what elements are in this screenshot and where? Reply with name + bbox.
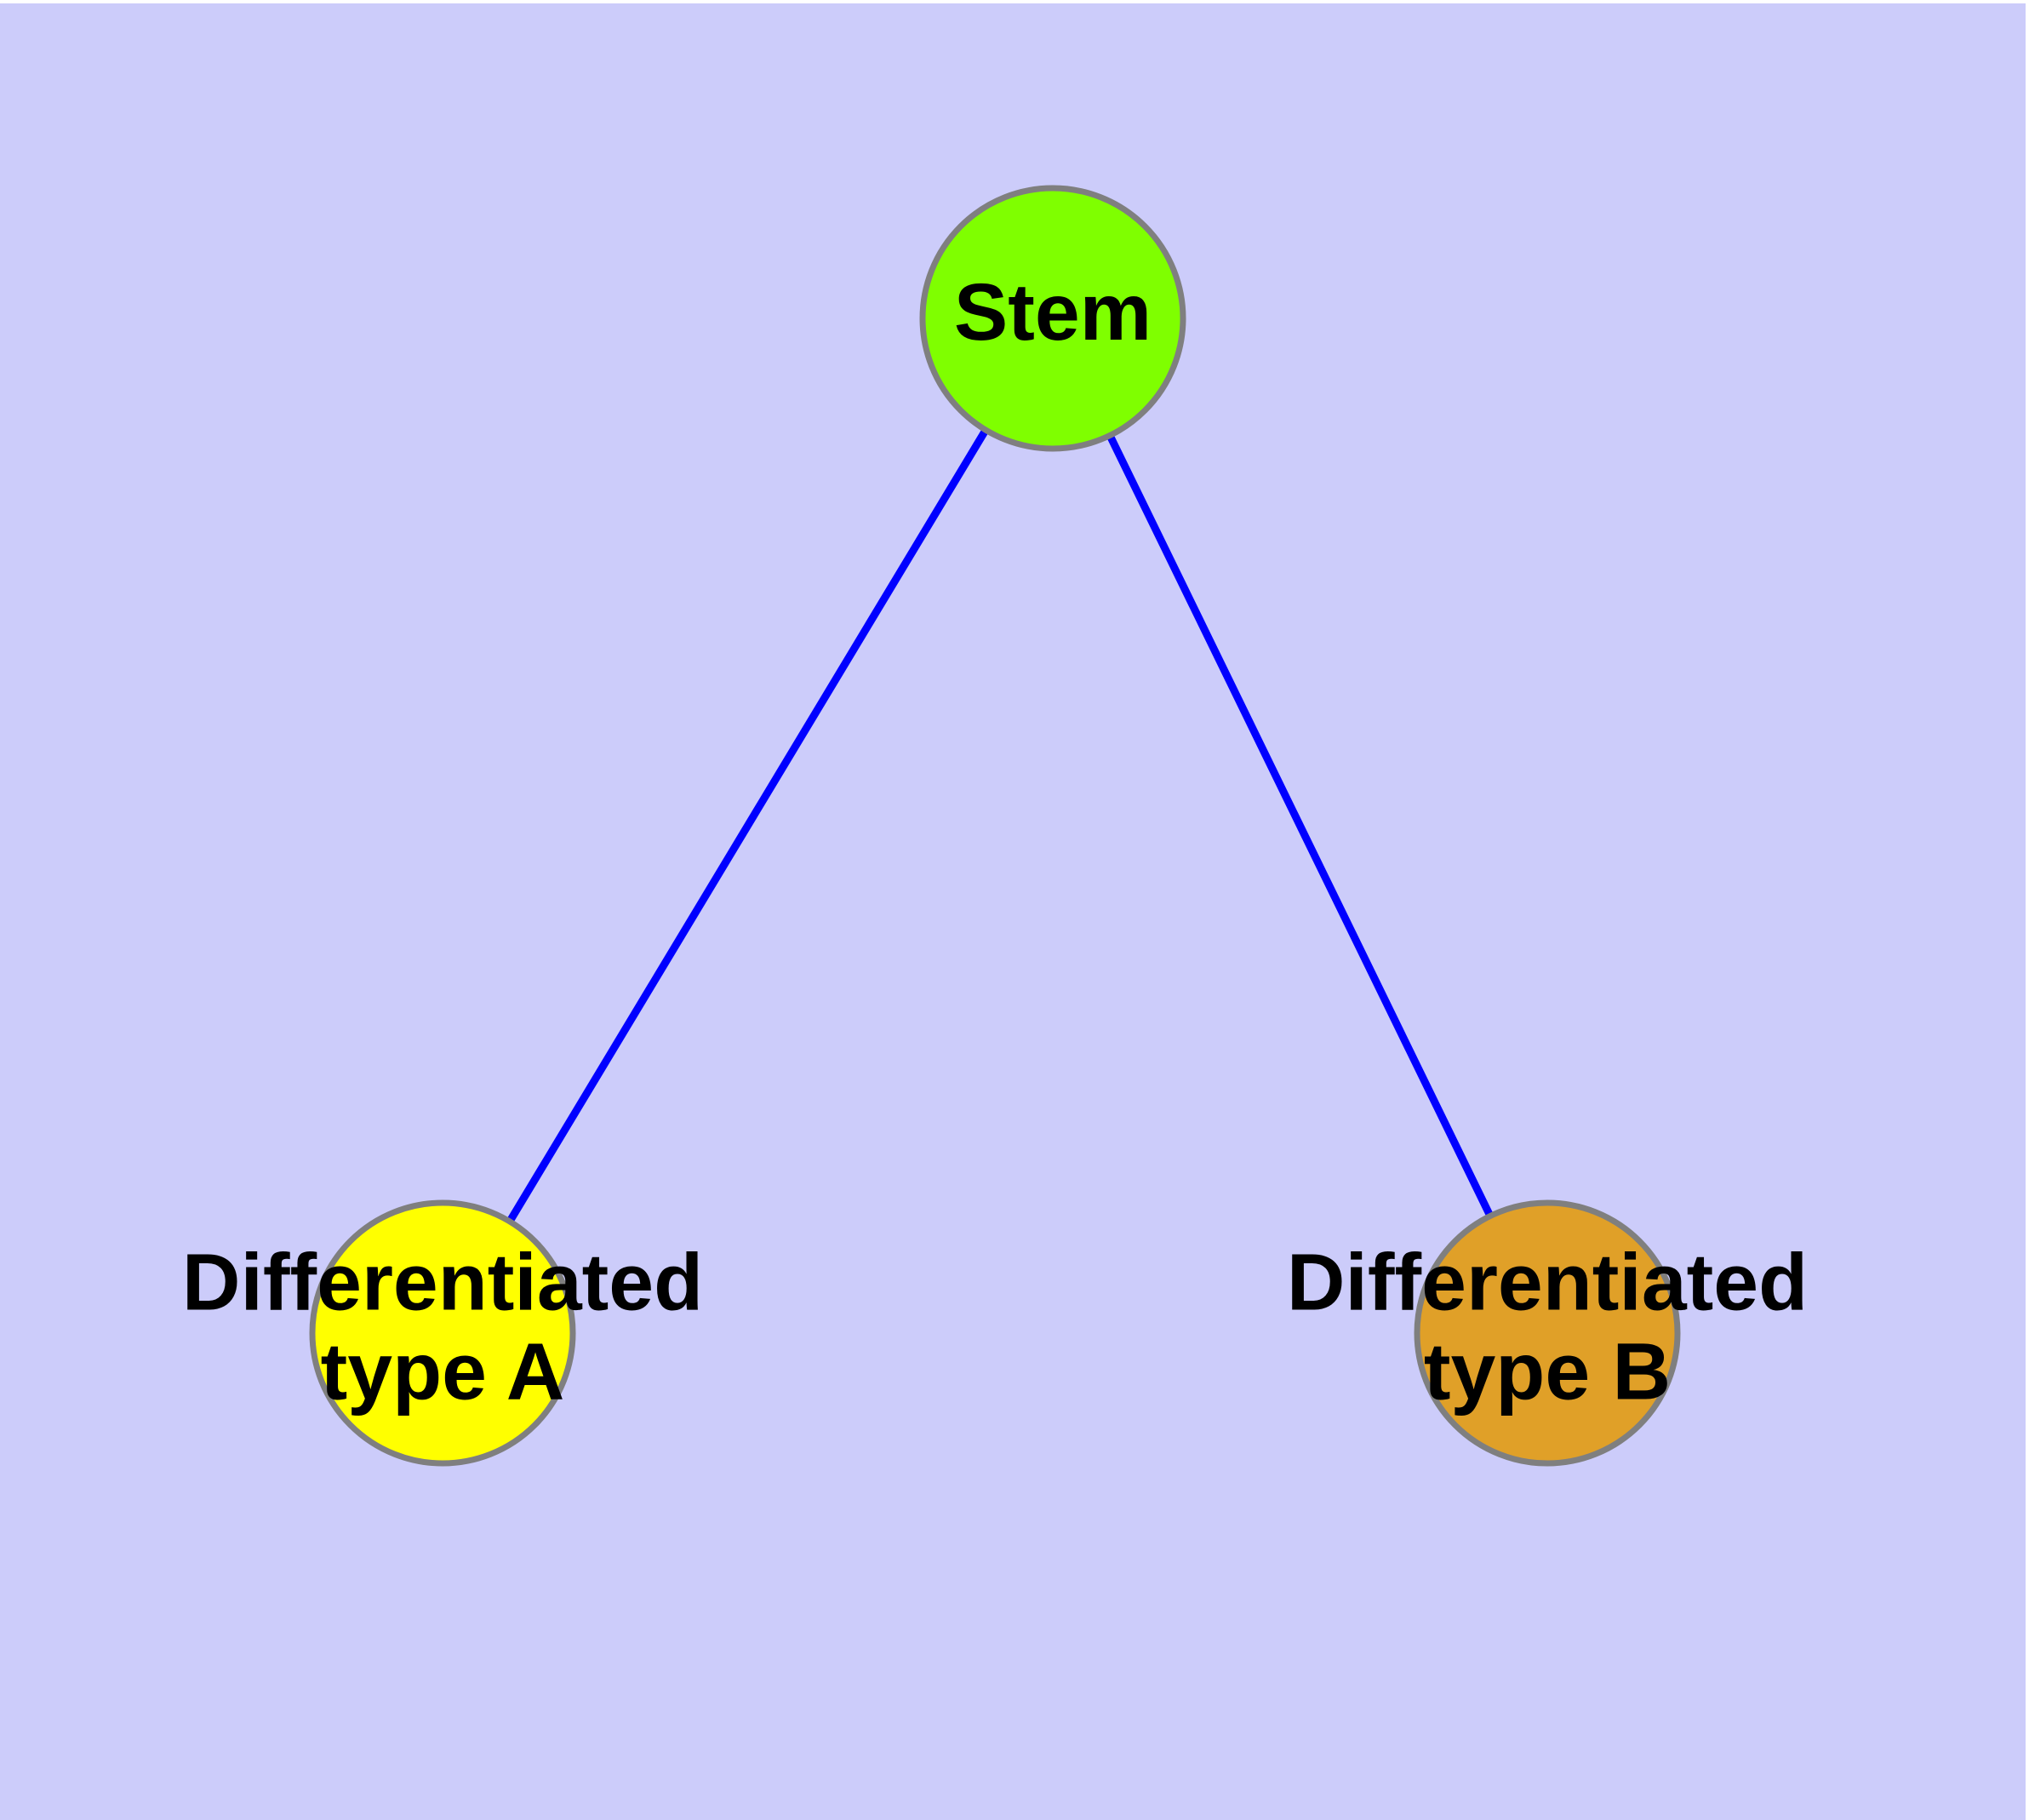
node-stem-label: Stem — [954, 267, 1152, 358]
edge-stem-to-differentiated-type-a[interactable] — [439, 316, 1056, 1336]
node-differentiated-type-b-label-line-1: Differentiated — [1287, 1238, 1808, 1328]
node-differentiated-type-a[interactable] — [309, 1199, 576, 1467]
labels-layer: Stem Differentiated type A Differentiate… — [182, 267, 1808, 1417]
node-differentiated-type-a-label-line-1: Differentiated — [182, 1238, 703, 1328]
node-differentiated-type-b[interactable] — [1414, 1199, 1681, 1467]
node-differentiated-type-b-label-line-2: type B — [1424, 1327, 1671, 1417]
edges-layer — [439, 316, 1552, 1336]
node-differentiated-type-a-label-line-2: type A — [321, 1327, 565, 1417]
edge-stem-to-differentiated-type-b[interactable] — [1049, 317, 1552, 1335]
nodes-layer — [309, 185, 1681, 1467]
node-stem[interactable] — [919, 185, 1186, 452]
